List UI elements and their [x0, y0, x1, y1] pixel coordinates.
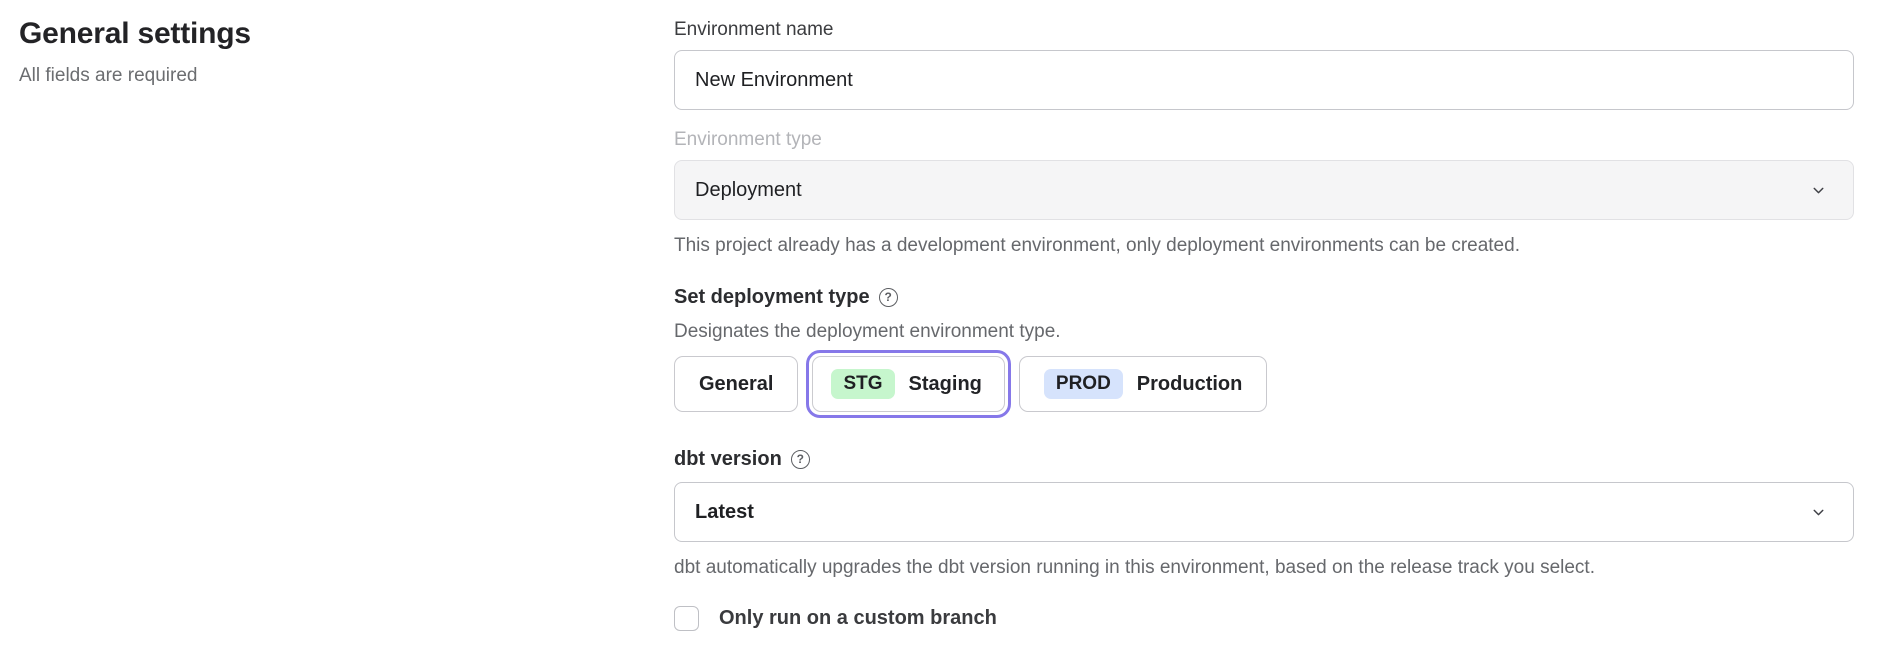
dbt-version-heading: dbt version ?	[674, 446, 1854, 472]
option-general-label: General	[699, 372, 774, 395]
dbt-version-heading-text: dbt version	[674, 448, 782, 470]
environment-type-select: Deployment	[674, 160, 1854, 220]
deployment-type-option-production[interactable]: PROD Production	[1018, 356, 1268, 412]
page-subtitle: All fields are required	[19, 65, 198, 86]
deployment-type-option-general[interactable]: General	[674, 356, 799, 412]
selected-option-ring: STG Staging	[806, 350, 1011, 418]
page-title: General settings	[19, 17, 251, 50]
chevron-down-icon	[1810, 504, 1827, 521]
staging-badge: STG	[831, 369, 895, 399]
environment-name-label: Environment name	[674, 19, 834, 40]
custom-branch-label[interactable]: Only run on a custom branch	[719, 607, 997, 629]
deployment-type-description: Designates the deployment environment ty…	[674, 321, 1061, 342]
environment-settings-form: Environment name New Environment Environ…	[674, 0, 1854, 631]
environment-type-label: Environment type	[674, 129, 822, 150]
production-badge: PROD	[1043, 369, 1123, 399]
dbt-version-helper: dbt automatically upgrades the dbt versi…	[674, 557, 1595, 578]
dbt-version-value: Latest	[695, 500, 754, 523]
custom-branch-row: Only run on a custom branch	[674, 606, 1854, 631]
help-icon[interactable]: ?	[878, 287, 898, 307]
environment-name-input[interactable]: New Environment	[674, 50, 1854, 110]
custom-branch-checkbox[interactable]	[674, 606, 699, 631]
environment-name-value: New Environment	[695, 68, 853, 91]
option-production-label: Production	[1136, 372, 1243, 395]
settings-header: General settings All fields are required	[19, 14, 539, 88]
dbt-version-select[interactable]: Latest	[674, 482, 1854, 542]
chevron-down-icon	[1810, 182, 1827, 199]
deployment-type-heading: Set deployment type ?	[674, 284, 1854, 310]
deployment-type-option-staging[interactable]: STG Staging	[812, 356, 1005, 412]
deployment-type-heading-text: Set deployment type	[674, 286, 870, 308]
environment-type-helper: This project already has a development e…	[674, 235, 1520, 256]
environment-type-value: Deployment	[695, 178, 802, 201]
deployment-type-options: General STG Staging PROD Production	[674, 350, 1854, 418]
help-icon[interactable]: ?	[790, 449, 810, 469]
option-staging-label: Staging	[908, 372, 982, 395]
